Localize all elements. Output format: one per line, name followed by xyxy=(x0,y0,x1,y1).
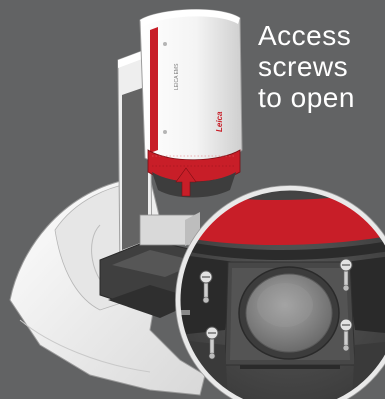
microscope-head: LEICA EMS Leica xyxy=(140,10,242,164)
instruction-line-2: screws xyxy=(258,51,385,82)
brand-logo: Leica xyxy=(215,111,224,132)
instruction-text: Access screws to open xyxy=(258,20,385,113)
instruction-line-1: Access xyxy=(258,20,385,51)
instruction-line-3: to open xyxy=(258,82,385,113)
model-label: LEICA EMS xyxy=(174,63,180,90)
